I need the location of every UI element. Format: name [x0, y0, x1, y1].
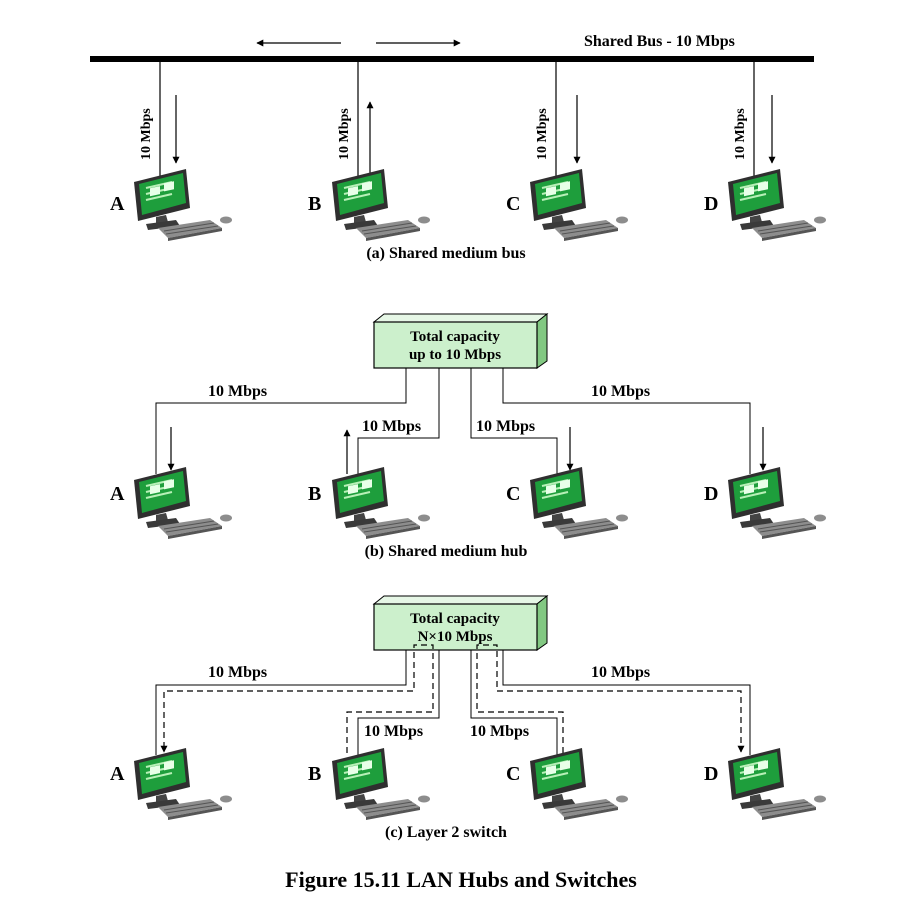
switch-link-d [502, 650, 751, 755]
hub-link-label-d: 10 Mbps [591, 383, 650, 400]
switch-box [372, 594, 549, 651]
switch-link-label-a: 10 Mbps [208, 664, 267, 681]
bus-link-label-d: 10 Mbps [733, 108, 748, 160]
switch-link-label-c: 10 Mbps [470, 723, 529, 740]
bus-link-label-b: 10 Mbps [337, 108, 352, 160]
station-label-c: C [506, 483, 520, 505]
switch-box-line2: N×10 Mbps [418, 629, 493, 645]
caption-shared-hub: (b) Shared medium hub [365, 543, 528, 560]
computer-icon-d [727, 168, 827, 242]
station-label-c: C [506, 763, 520, 785]
hub-link-a [155, 368, 407, 474]
hub-link-label-c: 10 Mbps [476, 418, 535, 435]
bus-link-label-c: 10 Mbps [535, 108, 550, 160]
computer-icon-a [133, 747, 233, 821]
computer-icon-c [529, 168, 629, 242]
hub-link-label-a: 10 Mbps [208, 383, 267, 400]
computer-icon-c [529, 747, 629, 821]
station-label-c: C [506, 193, 520, 215]
computer-icon-a [133, 466, 233, 540]
section-shared-hub: Total capacity up to 10 Mbps 10 Mbps 10 … [110, 312, 827, 560]
station-label-b: B [308, 193, 321, 215]
bus-link-label-a: 10 Mbps [139, 108, 154, 160]
switch-link-a [155, 650, 407, 755]
station-label-b: B [308, 763, 321, 785]
station-label-d: D [704, 763, 718, 785]
switch-link-label-d: 10 Mbps [591, 664, 650, 681]
computer-icon-d [727, 466, 827, 540]
section-layer2-switch: Total capacity N×10 Mbps 10 Mbps 10 Mbps… [110, 594, 827, 841]
computer-icon-a [133, 168, 233, 242]
section-shared-bus: Shared Bus - 10 Mbps 10 Mbps 10 Mbps 10 … [90, 33, 827, 262]
station-label-b: B [308, 483, 321, 505]
hub-link-d [502, 368, 751, 474]
computer-icon-b [331, 747, 431, 821]
shared-bus-label: Shared Bus - 10 Mbps [584, 33, 735, 50]
hub-box-line1: Total capacity [410, 329, 500, 345]
station-label-a: A [110, 483, 125, 505]
caption-shared-bus: (a) Shared medium bus [366, 245, 525, 262]
caption-layer2-switch: (c) Layer 2 switch [385, 824, 507, 841]
switch-path-c-to-d [476, 644, 745, 753]
hub-box-line2: up to 10 Mbps [409, 347, 501, 363]
hub-link-b [357, 368, 440, 474]
hub-link-c [470, 368, 558, 474]
switch-link-c [470, 650, 558, 755]
computer-icon-b [331, 466, 431, 540]
hub-link-label-b: 10 Mbps [362, 418, 421, 435]
computer-icon-b [331, 168, 431, 242]
station-label-d: D [704, 483, 718, 505]
station-label-a: A [110, 763, 125, 785]
computer-icon-c [529, 466, 629, 540]
hub-box [372, 312, 549, 369]
computer-icon-d [727, 747, 827, 821]
switch-link-b [357, 650, 440, 755]
switch-link-label-b: 10 Mbps [364, 723, 423, 740]
station-label-d: D [704, 193, 718, 215]
station-label-a: A [110, 193, 125, 215]
switch-box-line1: Total capacity [410, 611, 500, 627]
switch-path-b-to-a [160, 644, 434, 753]
figure-title: Figure 15.11 LAN Hubs and Switches [285, 867, 637, 892]
